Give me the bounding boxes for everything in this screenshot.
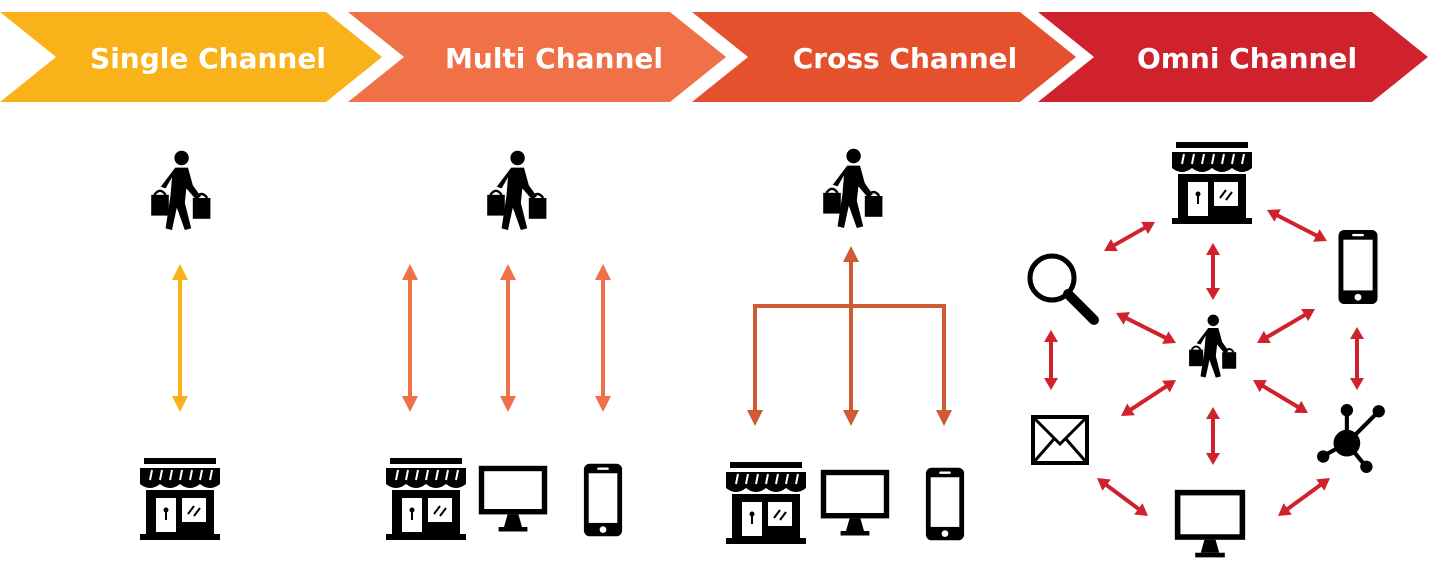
monitor-icon: [478, 465, 548, 532]
omni-arrow-search-shopper: [1116, 312, 1176, 344]
omni-arrow-shopper-phone: [1257, 309, 1315, 343]
stage-single-banner: [0, 12, 382, 102]
stage-omni-label: Omni Channel: [1137, 42, 1357, 75]
stage-single-label: Single Channel: [90, 42, 326, 75]
shopper-icon: [485, 150, 548, 232]
multi-connector-arrow-monitor: [500, 264, 516, 412]
phone-icon: [583, 463, 623, 537]
shopper-icon: [821, 148, 884, 230]
store-icon: [725, 462, 807, 545]
mail-icon: [1031, 415, 1089, 465]
stage-cross-banner: [692, 12, 1076, 102]
omni-arrow-mail-monitor: [1097, 478, 1148, 516]
omni-arrow-search-store: [1104, 221, 1155, 252]
phone-icon: [1338, 229, 1378, 305]
single-connector-arrow: [172, 264, 188, 412]
store-icon: [385, 458, 467, 541]
omni-arrow-shopper-monitor: [1206, 407, 1220, 465]
shopper-icon: [1188, 314, 1238, 379]
omni-arrow-shopper-network: [1253, 380, 1308, 413]
multi-channel-panel: [385, 150, 623, 541]
omni-arrow-search-mail: [1044, 330, 1058, 390]
multi-connector-arrow-phone: [595, 264, 611, 412]
omni-arrow-monitor-network: [1278, 478, 1330, 516]
monitor-icon: [820, 469, 890, 536]
cross-channel-panel: [725, 148, 965, 545]
store-icon: [139, 458, 221, 541]
monitor-icon: [1174, 489, 1246, 558]
shopper-icon: [149, 150, 212, 232]
stage-multi-label: Multi Channel: [445, 42, 663, 75]
stage-banners: Single Channel Multi Channel Cross Chann…: [0, 12, 1428, 102]
store-icon: [1171, 142, 1253, 225]
phone-icon: [925, 467, 965, 541]
single-channel-panel: [139, 150, 221, 541]
omni-arrow-mail-shopper: [1121, 380, 1176, 416]
cross-connector-tree: [747, 246, 952, 426]
omni-arrow-phone-network: [1350, 327, 1364, 390]
omni-arrow-store-shopper: [1206, 243, 1220, 300]
search-icon: [1030, 256, 1094, 320]
network-icon: [1317, 404, 1385, 473]
stage-omni-banner: [1038, 12, 1428, 102]
multi-connector-arrow-store: [402, 264, 418, 412]
stage-multi-banner: [348, 12, 726, 102]
omni-channel-panel: [1030, 142, 1385, 558]
omni-connector-arrows: [1044, 209, 1364, 516]
omni-arrow-store-phone: [1267, 209, 1327, 242]
stage-cross-label: Cross Channel: [793, 42, 1018, 75]
